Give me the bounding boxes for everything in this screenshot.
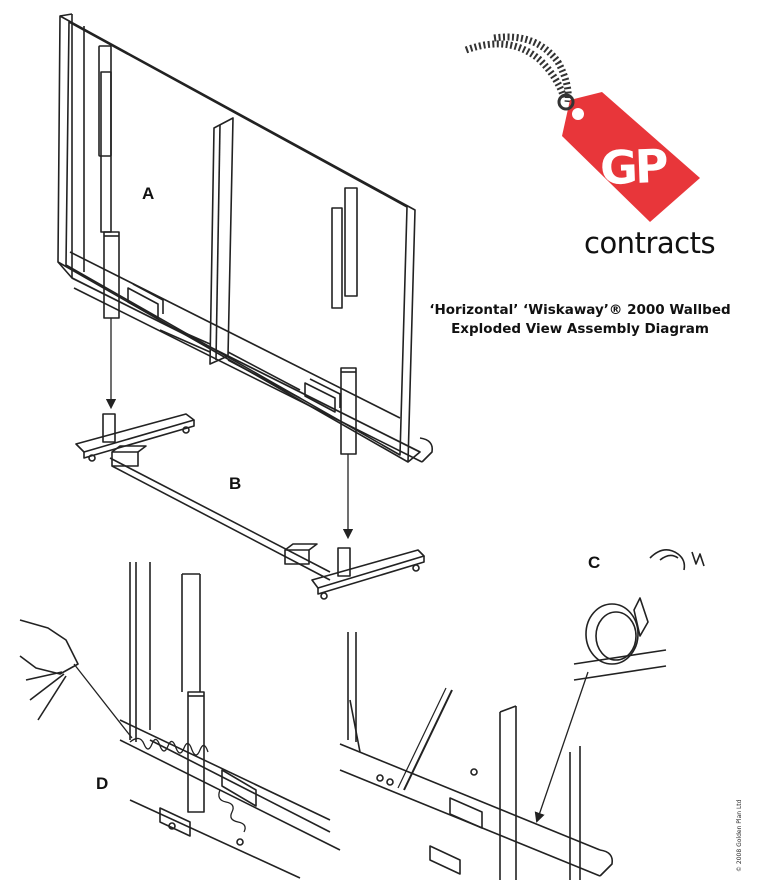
detail-c [339,549,705,880]
gp-logo [464,33,700,222]
page-title: ‘Horizontal’ ‘Wiskaway’® 2000 Wallbed Ex… [400,301,760,339]
logo-initials: GP [599,138,667,196]
title-line-2: Exploded View Assembly Diagram [451,321,709,337]
assembly-arrows-top [105,318,354,540]
label-a: A [142,184,155,203]
detail-d [19,562,341,879]
title-line-1: ‘Horizontal’ ‘Wiskaway’® 2000 Wallbed [429,302,731,318]
base-frame-b [75,413,425,600]
label-c: C [588,553,601,572]
logo-wordmark: contracts [584,226,716,260]
bed-frame-a [57,13,434,463]
label-d: D [96,774,109,793]
copyright-notice: © 2008 Golden Plan Ltd [736,799,743,872]
label-b: B [229,474,242,493]
